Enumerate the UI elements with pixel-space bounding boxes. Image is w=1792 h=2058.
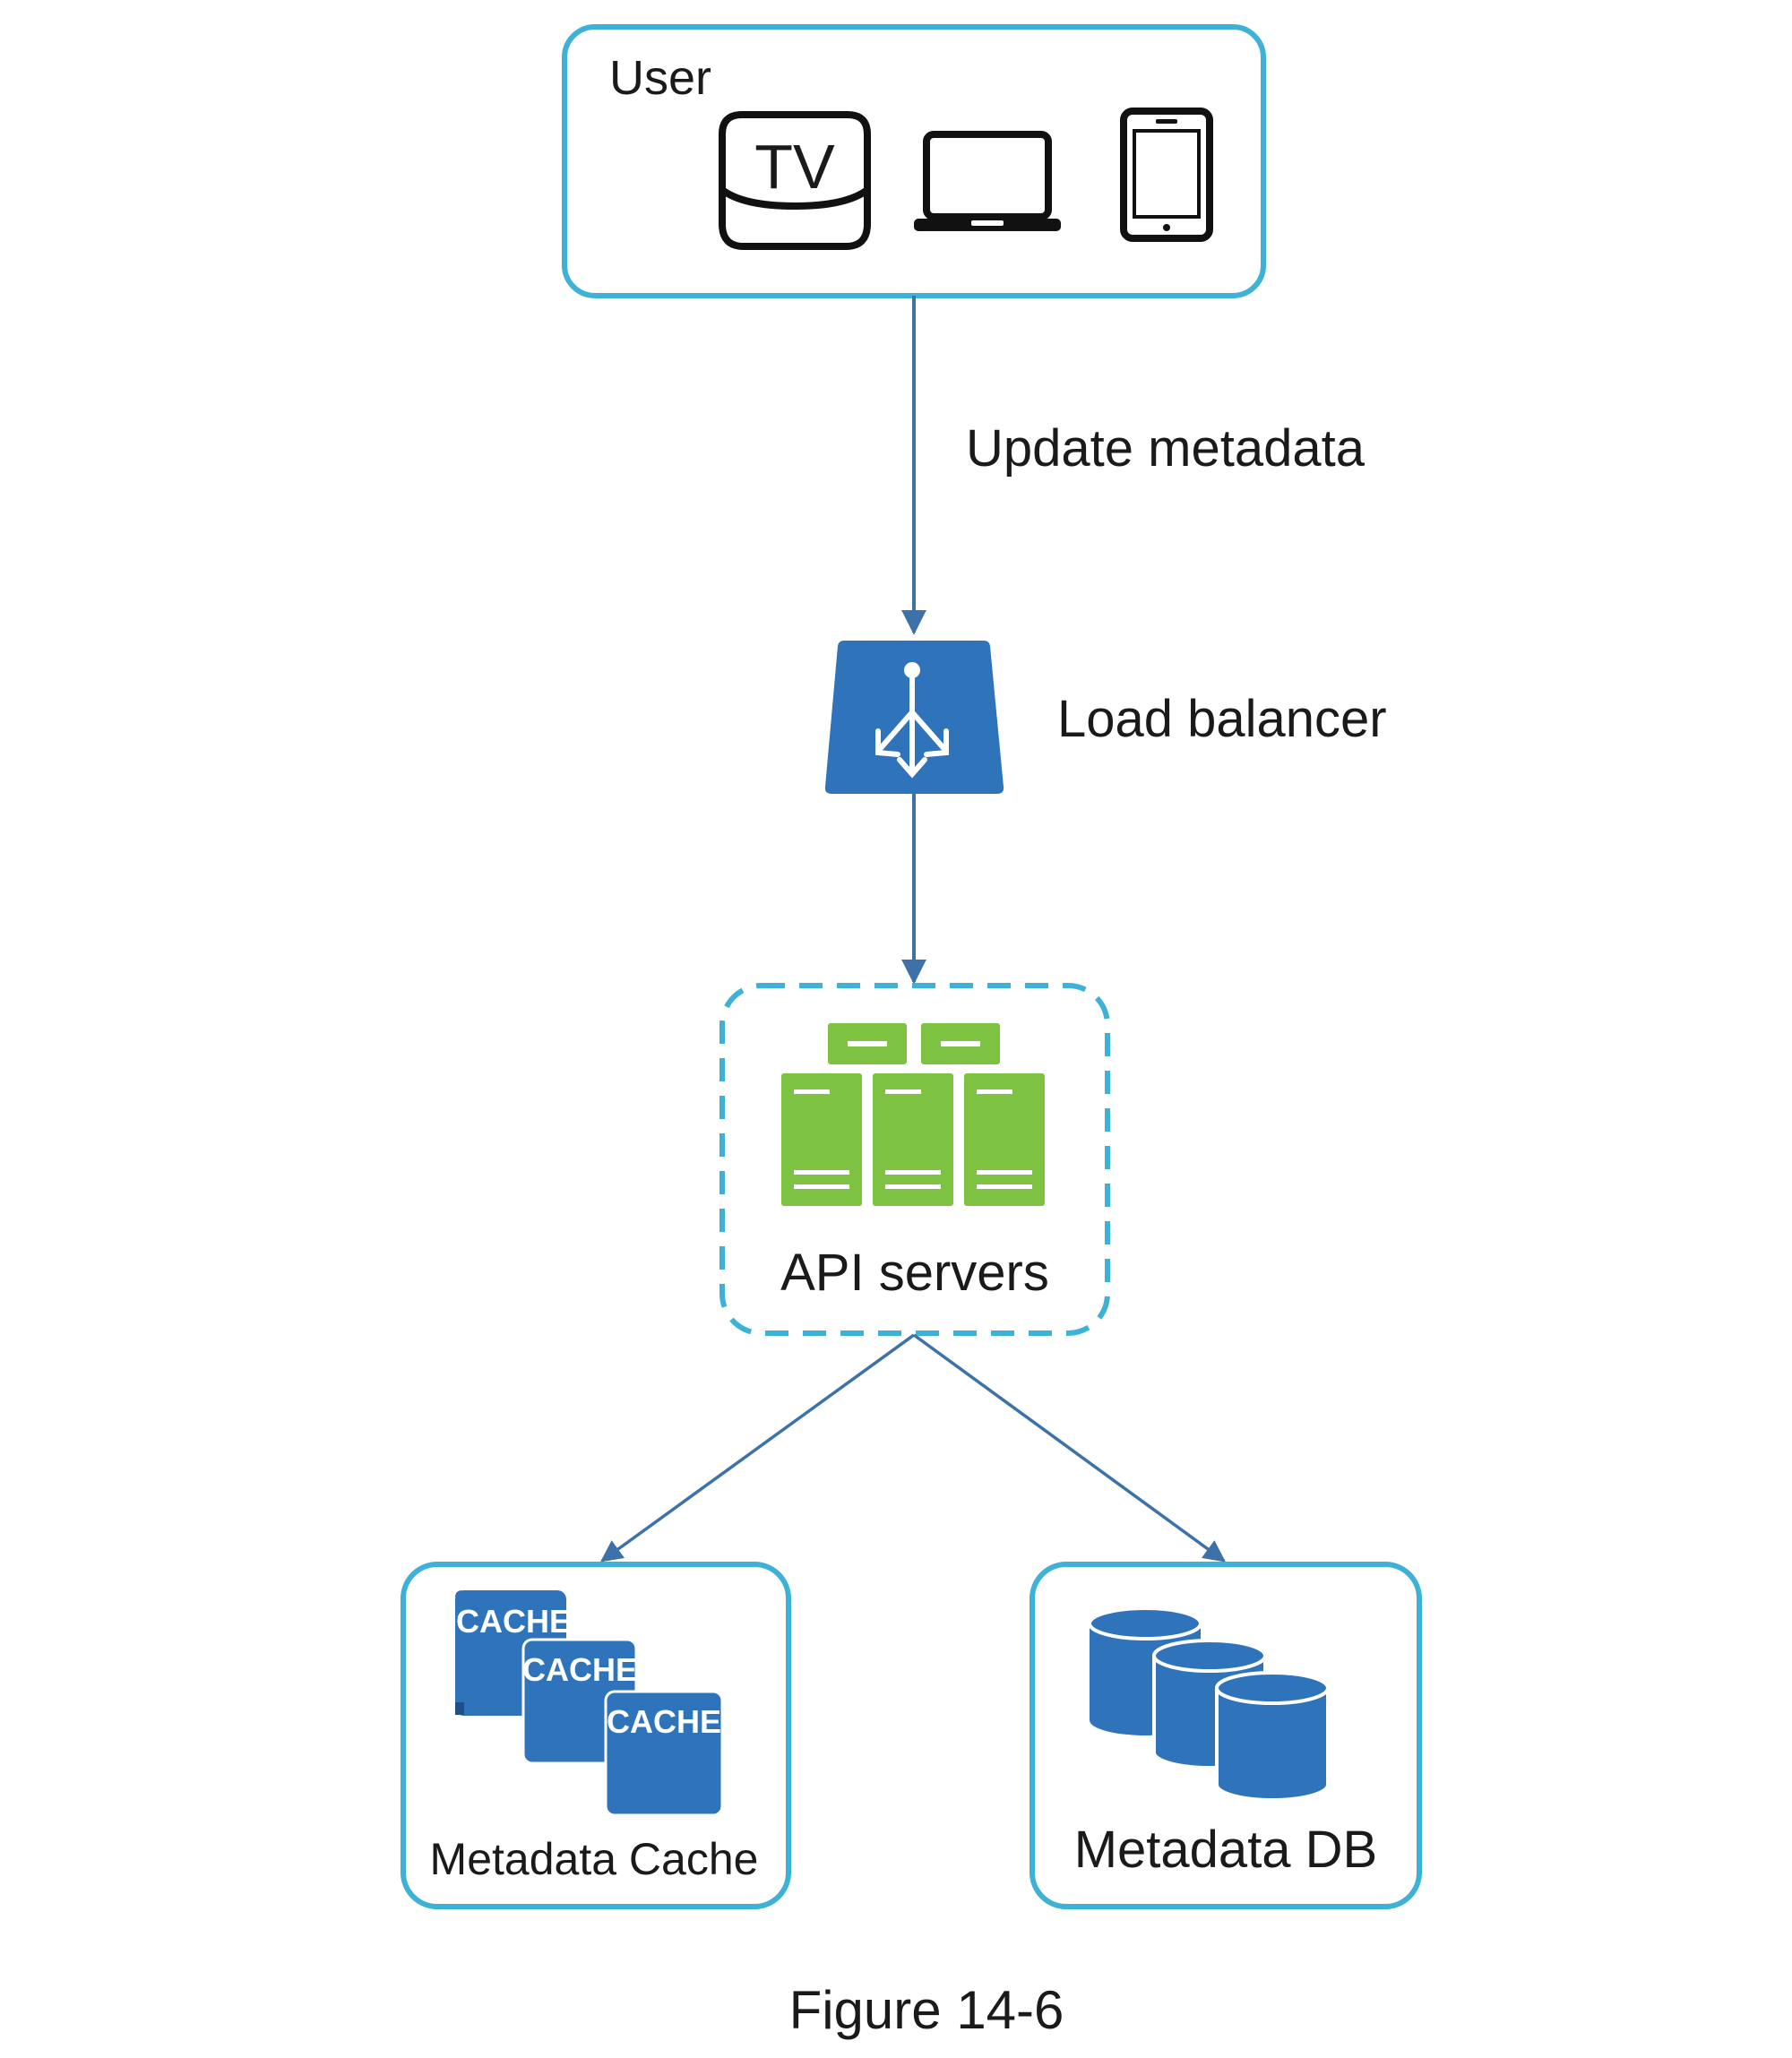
tv-icon: TV bbox=[719, 111, 871, 250]
tablet-icon bbox=[1120, 108, 1213, 242]
metadata-db-label: Metadata DB bbox=[1074, 1821, 1378, 1879]
api-servers-label: API servers bbox=[780, 1244, 1049, 1302]
edge-api-to-db bbox=[912, 1333, 1226, 1563]
metadata-db-node: Metadata DB bbox=[1030, 1562, 1422, 1909]
split-arrows-icon bbox=[875, 662, 949, 779]
api-servers-node: API servers bbox=[719, 983, 1110, 1336]
figure-caption: Figure 14-6 bbox=[789, 1980, 1064, 2040]
tv-icon-text: TV bbox=[754, 132, 835, 202]
edge-api-to-cache bbox=[600, 1333, 916, 1563]
load-balancer-node: Load balancer bbox=[824, 641, 1387, 794]
cache-tile-1-text: CACHE bbox=[456, 1603, 571, 1640]
server-rack-icon bbox=[781, 1023, 1045, 1206]
user-node: User TV bbox=[562, 24, 1266, 298]
metadata-cache-label: Metadata Cache bbox=[430, 1834, 759, 1884]
cache-tile-2-text: CACHE bbox=[522, 1651, 637, 1688]
cache-tile-3-text: CACHE bbox=[607, 1703, 721, 1740]
user-label: User bbox=[609, 51, 711, 105]
edge-update-label: Update metadata bbox=[966, 419, 1366, 478]
metadata-cache-node: CACHE CACHE CACHE Metadata Cache bbox=[401, 1562, 791, 1909]
load-balancer-label: Load balancer bbox=[1057, 690, 1387, 748]
laptop-icon bbox=[914, 131, 1061, 231]
cache-stack-icon: CACHE CACHE CACHE bbox=[455, 1590, 724, 1817]
database-stack-icon bbox=[1088, 1606, 1330, 1802]
